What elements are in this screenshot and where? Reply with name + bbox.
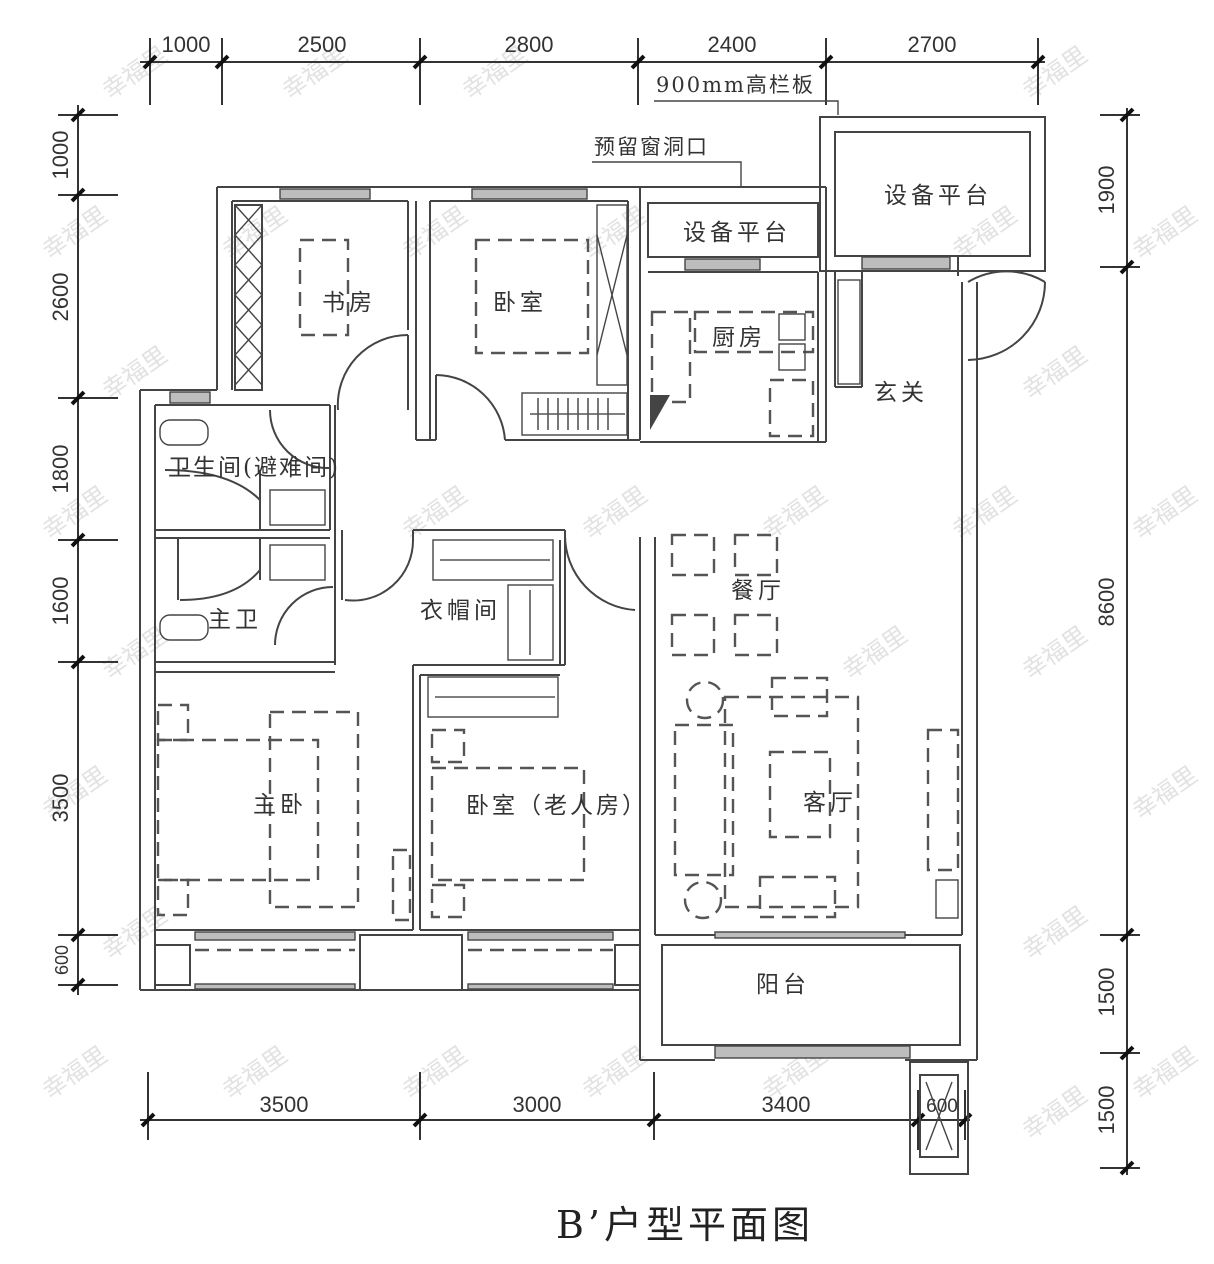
dimension-top: 1000 2500 2800 2400 2700 [140, 32, 1046, 105]
watermark: 幸福里 [577, 481, 652, 545]
room-label-living: 客厅 [803, 790, 857, 816]
watermark: 幸福里 [1127, 1041, 1202, 1105]
watermark: 幸福里 [1017, 901, 1092, 965]
dim-left-6: 600 [52, 945, 72, 975]
dim-right-1: 1900 [1094, 166, 1119, 215]
room-label-closet: 衣帽间 [420, 598, 501, 624]
dimension-left: 1000 2600 1800 1600 3500 600 [48, 105, 118, 995]
watermark: 幸福里 [97, 621, 172, 685]
watermark: 幸福里 [947, 481, 1022, 545]
dim-left-3: 1800 [48, 445, 73, 494]
dim-top-3: 2800 [505, 32, 554, 57]
dim-right-2: 8600 [1094, 578, 1119, 627]
room-label-master-bedroom: 主卧 [253, 792, 307, 818]
dim-top-4: 2400 [708, 32, 757, 57]
dim-top-5: 2700 [908, 32, 957, 57]
watermark: 幸福里 [1127, 761, 1202, 825]
dimension-right: 1900 8600 1500 1500 [1094, 107, 1140, 1176]
doors [164, 270, 1046, 646]
note-window-opening: 预留窗洞口 [592, 135, 742, 187]
room-label-dining: 餐厅 [731, 578, 785, 604]
room-label-equipment-large: 设备平台 [884, 183, 992, 209]
room-labels: 书房 卧室 设备平台 设备平台 厨房 玄关 卫生间(避难间) 主卫 衣帽间 餐厅… [168, 183, 992, 998]
dim-top-1: 1000 [162, 32, 211, 57]
room-label-kitchen: 厨房 [712, 325, 766, 351]
watermark: 幸福里 [577, 1041, 652, 1105]
watermark: 幸福里 [1017, 1081, 1092, 1145]
room-label-entrance: 玄关 [874, 380, 928, 406]
dim-right-3: 1500 [1094, 968, 1119, 1017]
dim-bottom-1: 3500 [260, 1092, 309, 1117]
room-label-study: 书房 [322, 290, 376, 316]
dim-left-2: 2600 [48, 273, 73, 322]
room-label-bedroom: 卧室 [493, 290, 547, 316]
window-opening-note: 预留窗洞口 [594, 135, 709, 159]
note-railing: 900mm高栏板 [654, 73, 839, 115]
dim-top-2: 2500 [298, 32, 347, 57]
dim-left-5: 3500 [48, 774, 73, 823]
windows [169, 188, 951, 1059]
room-label-bathroom: 卫生间(避难间) [168, 455, 340, 481]
watermark: 幸福里 [37, 201, 112, 265]
watermark: 幸福里 [217, 201, 292, 265]
watermark: 幸福里 [37, 1041, 112, 1105]
watermark: 幸福里 [1127, 201, 1202, 265]
room-label-master-bath: 主卫 [208, 607, 262, 633]
dim-right-4: 1500 [1094, 1086, 1119, 1135]
dimension-bottom: 3500 3000 3400 600 [140, 1072, 973, 1150]
watermark: 幸福里 [1127, 481, 1202, 545]
watermark: 幸福里 [97, 901, 172, 965]
watermark: 幸福里 [1017, 341, 1092, 405]
room-label-equipment-small: 设备平台 [683, 220, 791, 246]
watermark: 幸福里 [397, 481, 472, 545]
watermark: 幸福里 [97, 341, 172, 405]
furniture [156, 204, 960, 922]
watermark: 幸福里 [397, 1041, 472, 1105]
dim-bottom-3: 3400 [762, 1092, 811, 1117]
walls [139, 116, 1046, 1175]
dim-left-4: 1600 [48, 577, 73, 626]
watermark: 幸福里 [577, 201, 652, 265]
watermark: 幸福里 [837, 621, 912, 685]
dim-bottom-2: 3000 [513, 1092, 562, 1117]
railing-note: 900mm高栏板 [656, 73, 815, 97]
watermark-layer: 幸福里 幸福里 幸福里 幸福里 幸福里 幸福里 幸福里 幸福里 幸福里 幸福里 … [37, 41, 1202, 1145]
dim-left-1: 1000 [48, 131, 73, 180]
room-label-balcony: 阳台 [756, 972, 810, 998]
watermark: 幸福里 [1017, 41, 1092, 105]
watermark: 幸福里 [1017, 621, 1092, 685]
room-label-elderly-bedroom: 卧室（老人房） [466, 793, 648, 819]
plan-title: B’户型平面图 [556, 1203, 814, 1247]
